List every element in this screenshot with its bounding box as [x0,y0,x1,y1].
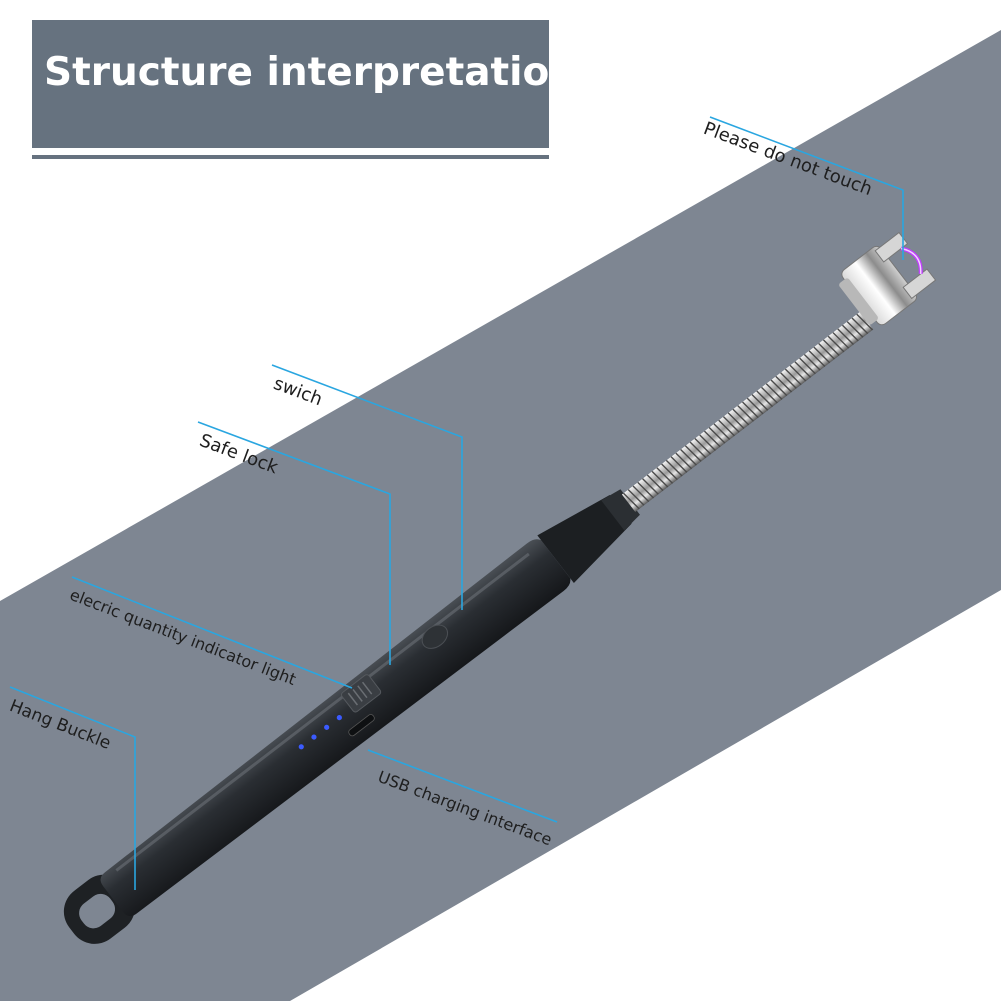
neck-coil [784,368,802,386]
neck-coil [837,328,854,346]
neck-coil [713,423,731,440]
neck-coil [770,379,788,397]
neck-coil [632,485,650,503]
neck-coil [656,467,674,484]
switch-button [421,624,449,649]
neck-coil [670,456,688,473]
neck-coil [775,375,793,393]
neck-coil [718,419,735,437]
neck-coil [623,492,640,510]
neck-coil [661,463,678,481]
neck-coil [746,397,764,415]
neck-coil [722,416,740,433]
leader-switch [271,364,463,610]
neck-coil [637,481,655,499]
neck-coil [813,346,831,364]
neck-coil [684,445,702,462]
neck-coil [651,470,669,488]
safe-lock-slider [341,674,382,713]
neck-coil [799,357,816,375]
arc-head [839,231,937,326]
neck-coil [765,383,783,400]
flexible-neck [621,311,874,512]
neck-coil [665,459,683,477]
neck-coil [689,441,707,459]
leader-lines [9,116,904,890]
leader-usb-interface [367,749,558,823]
neck-coil [737,405,755,422]
neck-coil [694,437,712,455]
neck-coil [703,430,721,448]
lighter-handle [100,539,571,917]
neck-coil [627,489,645,506]
neck-coil [818,343,835,360]
title-banner [32,20,549,148]
lighter-collar [537,495,632,584]
leader-hang-buckle [9,686,136,890]
neck-coil [646,474,664,492]
neck-coil [732,408,750,426]
neck-coil [699,434,716,451]
neck-coil [708,427,726,444]
leader-safe-lock [197,421,391,665]
neck-coil [742,401,759,419]
leader-indicator-light [71,576,353,689]
neck-coil [841,324,859,342]
neck-coil [794,361,812,378]
neck-coil [822,339,840,356]
neck-coil [851,317,869,335]
neck-coil [780,372,797,389]
neck-coil [761,386,778,404]
neck-coil [727,412,745,430]
neck-coil [680,448,697,466]
neck-coil [832,332,850,349]
neck-coil [827,335,845,353]
neck-coil [808,350,826,367]
neck-coil [803,353,821,371]
neck-coil [642,478,659,495]
background-stripe [0,30,1001,1001]
neck-coil [756,390,774,408]
usb-port [348,714,375,737]
page-title: Structure interpretation [44,50,578,95]
neck-coil [751,394,769,411]
neck-coil [856,313,874,331]
title-underline [32,155,549,159]
neck-coil [675,452,693,470]
leader-please-do-not-touch [709,116,904,260]
neck-coil [846,321,864,338]
indicator-lights [298,715,342,750]
neck-coil [789,364,807,382]
